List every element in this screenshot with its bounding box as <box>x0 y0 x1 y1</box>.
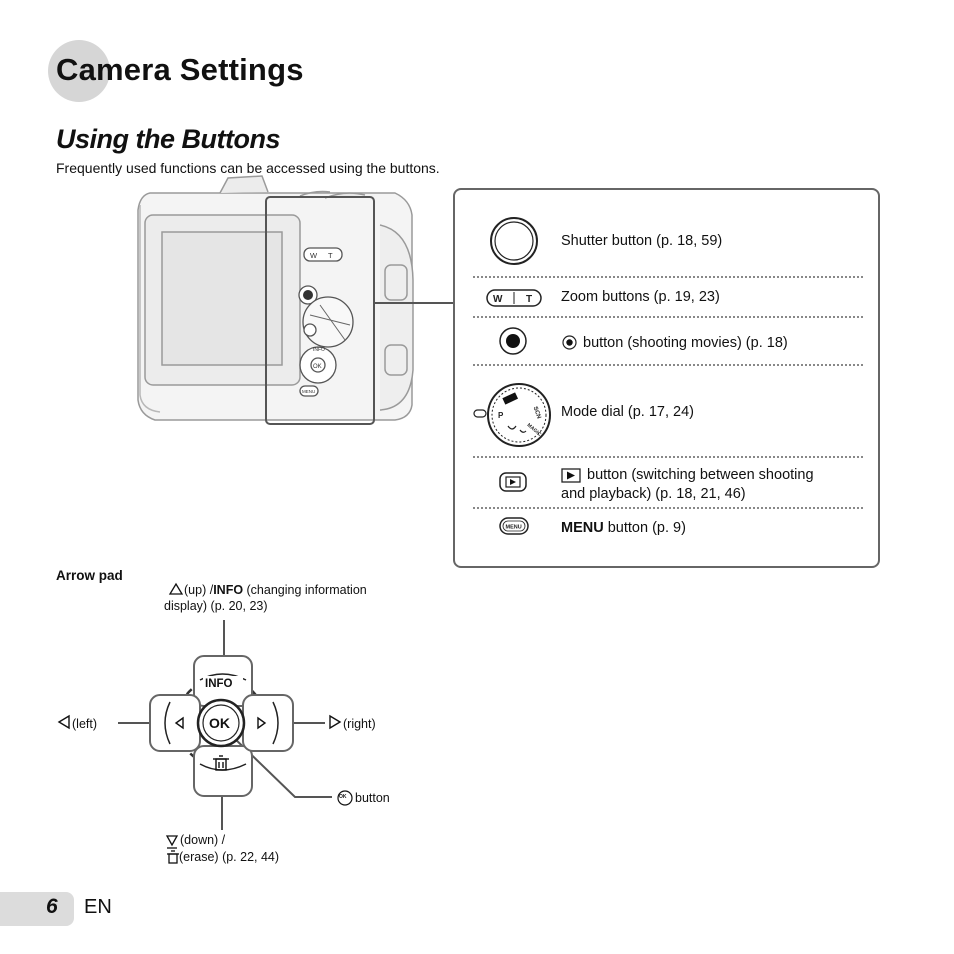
dial-label-p: P <box>498 411 504 420</box>
menu-strong-label: MENU <box>561 520 604 536</box>
intro-text: Frequently used functions can be accesse… <box>56 160 440 176</box>
playback-inline-icon <box>561 468 581 483</box>
mini-ok-label: OK <box>313 364 322 370</box>
menu-button-icon: MENU <box>499 517 529 535</box>
camera-highlight-frame <box>265 196 375 425</box>
pad-ok-label: OK <box>209 715 230 731</box>
up-label-prefix: (up) / <box>184 583 214 597</box>
shutter-button-icon <box>490 217 538 265</box>
up-label-info: INFO <box>213 583 244 597</box>
playback-button-icon <box>499 472 527 492</box>
pad-right-outline <box>242 694 294 752</box>
row-divider <box>473 364 863 366</box>
zoom-wide-label: W <box>493 294 503 305</box>
movie-button-icon <box>499 327 527 355</box>
playback-button-text-line1: button (switching between shooting <box>587 467 814 483</box>
ok-inline-icon-label: OK <box>339 794 347 800</box>
down-label-line1: (down) / <box>180 833 226 847</box>
mode-dial-icon: P SCN MAGIC <box>473 383 551 447</box>
section-title: Using the Buttons <box>56 124 280 154</box>
down-label-line2: (erase) (p. 22, 44) <box>179 850 280 864</box>
left-label: (left) <box>72 717 97 731</box>
mini-menu-label: MENU <box>302 389 315 394</box>
menu-button-text: MENU button (p. 9) <box>561 519 686 538</box>
playback-button-text-line2: and playback) (p. 18, 21, 46) <box>561 486 746 502</box>
mode-dial-text: Mode dial (p. 17, 24) <box>561 404 694 420</box>
menu-icon-label: MENU <box>506 525 522 531</box>
menu-button-desc: button (p. 9) <box>603 520 686 536</box>
up-label-suffix: (changing information <box>243 583 367 597</box>
page-language: EN <box>84 896 112 918</box>
page-number-tab <box>0 892 74 926</box>
zoom-buttons-text: Zoom buttons (p. 19, 23) <box>561 289 720 305</box>
pad-info-label: INFO <box>205 678 233 690</box>
mini-zoom-wide-label: W <box>310 251 318 260</box>
row-divider <box>473 456 863 458</box>
arrow-pad-title: Arrow pad <box>56 568 123 583</box>
dial-label-scn: SCN <box>532 406 542 420</box>
zoom-tele-label: T <box>526 294 532 305</box>
buttons-panel <box>453 188 880 568</box>
zoom-buttons-icon: W T <box>486 289 542 307</box>
row-divider <box>473 507 863 509</box>
page-number: 6 <box>46 895 58 918</box>
mini-info-label: INFO <box>313 347 325 353</box>
shutter-button-text: Shutter button (p. 18, 59) <box>561 233 723 249</box>
movie-record-icon <box>562 335 577 350</box>
mini-zoom-tele-label: T <box>328 251 333 260</box>
up-label-line2: display) (p. 20, 23) <box>164 599 268 613</box>
up-label-line1: (up) /INFO (changing information <box>184 582 367 598</box>
movie-button-text: button (shooting movies) (p. 18) <box>583 335 788 351</box>
row-divider <box>473 316 863 318</box>
chapter-title: Camera Settings <box>56 52 304 87</box>
chapter-camera-icon <box>48 40 110 102</box>
pad-down-outline <box>193 745 253 797</box>
row-divider <box>473 276 863 278</box>
right-label: (right) <box>343 717 376 731</box>
ok-button-label: button <box>355 791 390 805</box>
